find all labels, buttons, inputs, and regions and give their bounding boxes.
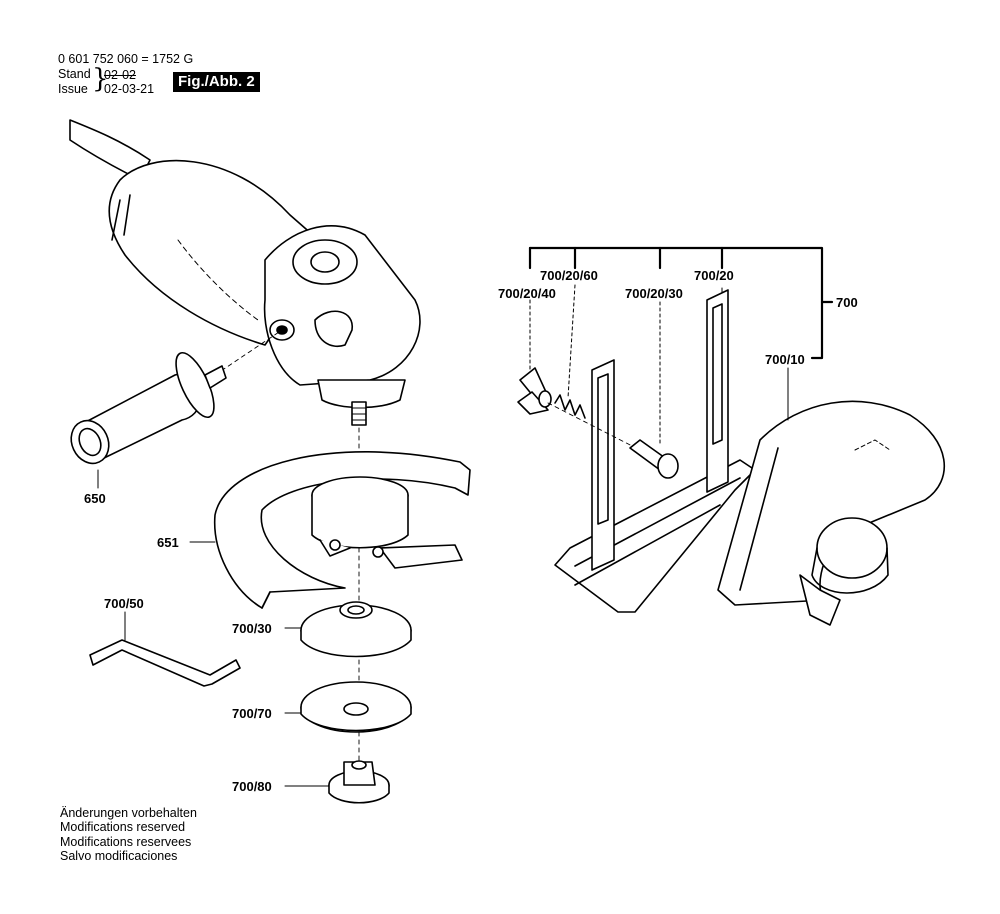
part-labels: 650 651 700/50 700/30 700/70 700/80 700/… [84, 268, 858, 794]
revision-values: 02-02 02-03-21 [104, 68, 154, 96]
brace-icon: } [92, 64, 109, 94]
nut-700-80 [328, 760, 390, 804]
label-700-20-60: 700/20/60 [540, 268, 598, 283]
label-700-20-30: 700/20/30 [625, 286, 683, 301]
label-700-80: 700/80 [232, 779, 272, 794]
label-700-70: 700/70 [232, 706, 272, 721]
stand-value: 02-02 [104, 68, 136, 82]
figure-label: Fig./Abb. 2 [173, 72, 260, 92]
label-700: 700 [836, 295, 858, 310]
cutting-guide-700 [517, 246, 946, 626]
label-700-20: 700/20 [694, 268, 734, 283]
note-fr: Modifications reservees [60, 834, 192, 849]
stand-label: Stand [58, 67, 91, 81]
leader-lines [97, 284, 789, 787]
label-651: 651 [157, 535, 179, 550]
issue-label: Issue [58, 82, 88, 96]
label-700-10: 700/10 [765, 352, 805, 367]
part-number: 0 601 752 060 = 1752 G [58, 52, 194, 66]
modification-notes: Änderungen vorbehalten Modifications res… [60, 806, 197, 863]
wheel-guard-651 [213, 451, 471, 609]
document-header: 0 601 752 060 = 1752 G Stand Issue } 02-… [58, 52, 193, 97]
label-700-30: 700/30 [232, 621, 272, 636]
pin-wrench-700-50 [89, 639, 241, 687]
flange-700-30 [300, 601, 412, 658]
issue-value: 02-03-21 [104, 82, 155, 96]
note-de: Änderungen vorbehalten [60, 806, 197, 820]
disc-700-70 [300, 681, 412, 733]
label-700-50: 700/50 [104, 596, 144, 611]
label-650: 650 [84, 491, 106, 506]
note-en: Modifications reserved [60, 820, 186, 835]
note-es: Salvo modificaciones [60, 848, 178, 863]
label-700-20-40: 700/20/40 [498, 286, 556, 301]
side-handle-650 [70, 352, 227, 465]
angle-grinder [69, 119, 421, 786]
